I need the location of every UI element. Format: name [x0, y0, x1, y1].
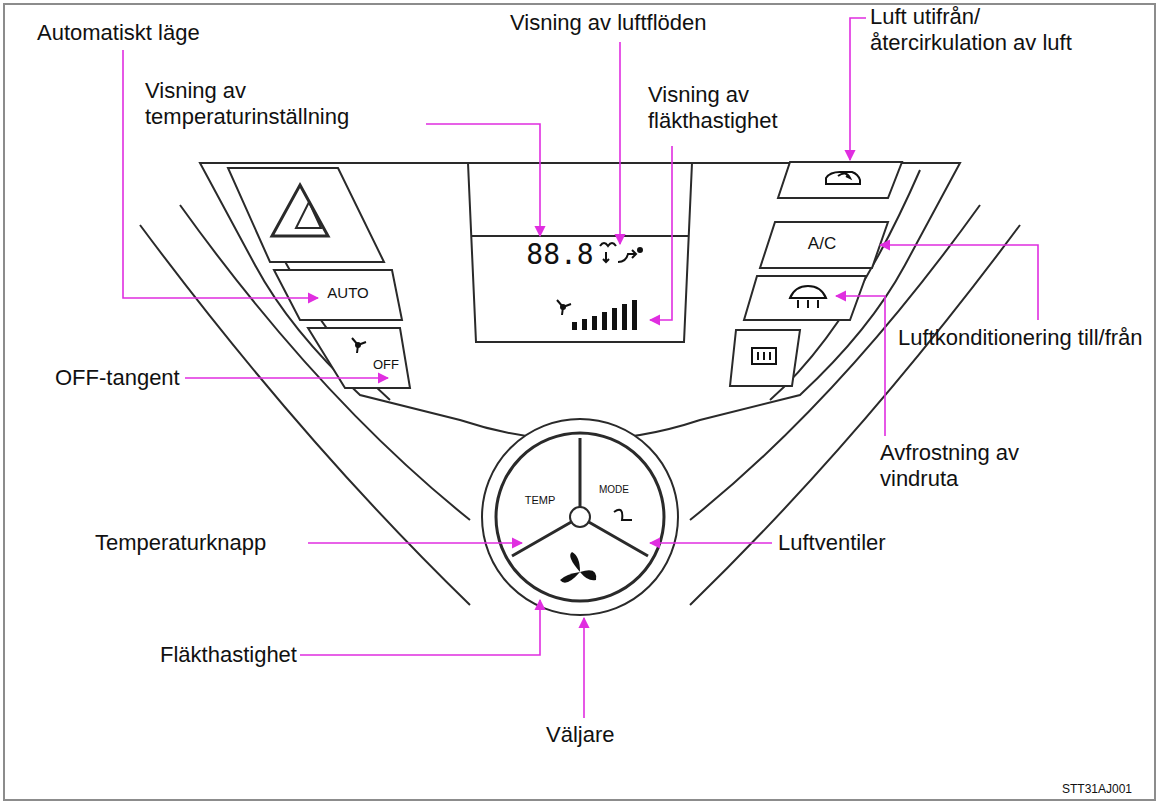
figure-code: STT31AJ001 [1062, 782, 1132, 796]
selector-knob [482, 419, 678, 615]
callout-label: Avfrostning av vindruta [880, 440, 1055, 492]
button-text: A/C [808, 234, 836, 254]
left-buttons [228, 168, 410, 388]
fan-icon-knob [560, 552, 596, 583]
callout-label: Visning av luftflöden [510, 10, 707, 36]
button-text: OFF [373, 357, 399, 372]
leader-lines [123, 18, 1038, 718]
callout-label: Fläkthastighet [160, 642, 297, 668]
fan-icon-display [557, 300, 571, 315]
fan-bars [572, 300, 637, 330]
fan-icon-off [352, 338, 366, 353]
frame [4, 4, 1155, 800]
callout-label: Automatiskt läge [37, 20, 200, 46]
button-text: MODE [599, 484, 629, 496]
button-icons [752, 172, 860, 364]
button-text: AUTO [327, 284, 368, 302]
display-digits: 88.8 [526, 238, 593, 271]
button-text: TEMP [525, 494, 556, 507]
airflow-icon [600, 243, 642, 262]
callout-label: Luftventiler [778, 530, 886, 556]
callout-label: Visning av temperaturinställning [145, 78, 415, 130]
display [468, 163, 692, 342]
callout-label: Visning av fläkthastighet [648, 82, 828, 134]
callout-label: OFF-tangent [55, 365, 180, 391]
callout-label: Temperaturknapp [95, 530, 266, 556]
right-buttons [730, 162, 902, 386]
callout-label: Luft utifrån/ återcirkulation av luft [870, 4, 1090, 56]
bezel [140, 163, 1020, 605]
callout-label: Väljare [546, 722, 614, 748]
callout-label: Luftkonditionering till/från [898, 325, 1148, 351]
